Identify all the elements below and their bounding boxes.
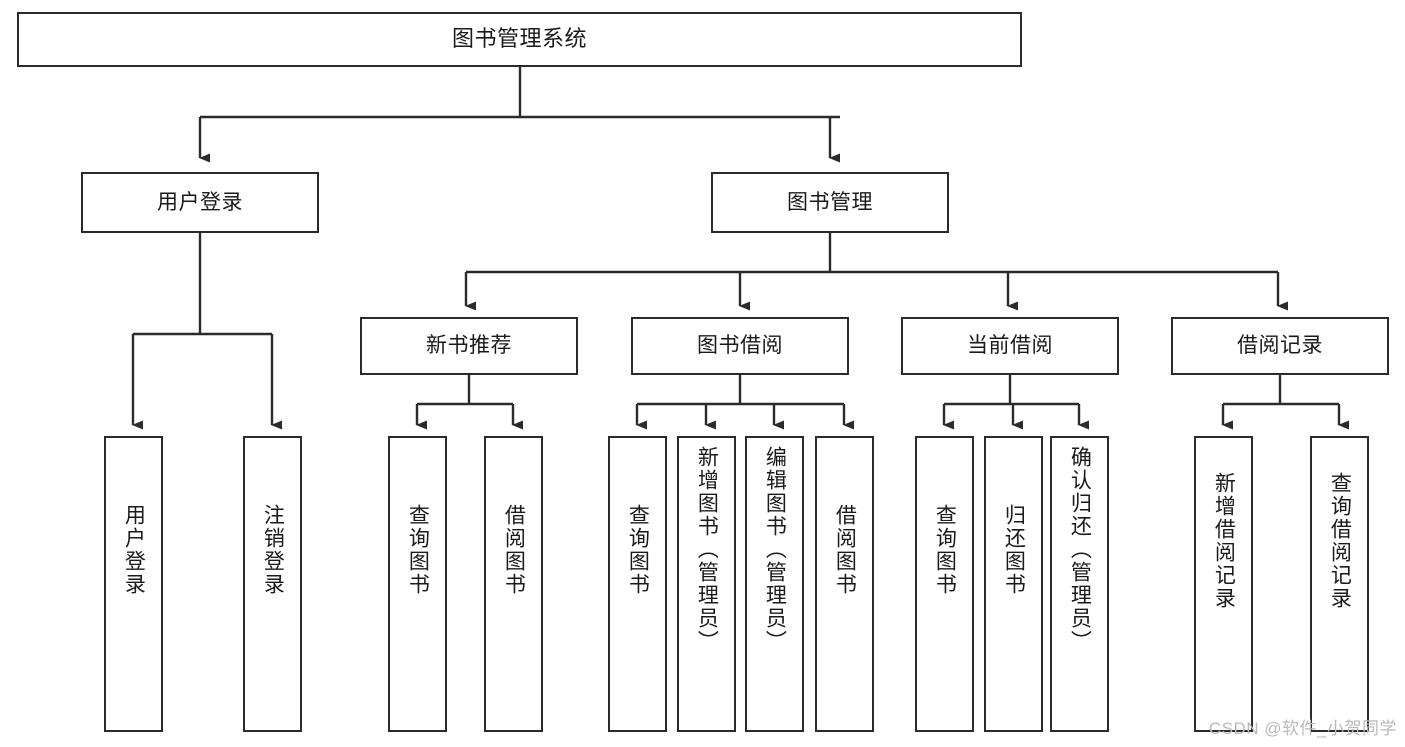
leaf-book-borrow-borrow-book[interactable]: 借阅图书 xyxy=(815,436,874,732)
leaf-label: 注销登录 xyxy=(261,504,285,596)
leaf-label: 借阅图书 xyxy=(502,504,526,596)
node-current-borrow-label: 当前借阅 xyxy=(967,334,1053,358)
leaf-label: 新增借阅记录 xyxy=(1212,472,1236,610)
node-book-management[interactable]: 图书管理 xyxy=(711,172,949,233)
leaf-current-borrow-confirm-return-admin[interactable]: 确认归还（管理员） xyxy=(1050,436,1109,732)
leaf-label: 查询借阅记录 xyxy=(1328,472,1352,610)
node-root-system[interactable]: 图书管理系统 xyxy=(17,12,1022,67)
leaf-user-login-signout[interactable]: 注销登录 xyxy=(243,436,302,732)
leaf-book-borrow-edit-book-admin[interactable]: 编辑图书（管理员） xyxy=(745,436,804,732)
leaf-label: 新增图书（管理员） xyxy=(695,446,719,653)
leaf-label: 查询图书 xyxy=(933,504,957,596)
node-book-management-label: 图书管理 xyxy=(787,190,873,214)
leaf-label: 借阅图书 xyxy=(833,504,857,596)
leaf-current-borrow-query-book[interactable]: 查询图书 xyxy=(915,436,974,732)
node-book-borrow-label: 图书借阅 xyxy=(697,334,783,358)
leaf-label: 用户登录 xyxy=(122,504,146,596)
node-new-book-recommend[interactable]: 新书推荐 xyxy=(360,317,578,375)
leaf-borrow-record-add-record[interactable]: 新增借阅记录 xyxy=(1194,436,1253,732)
leaf-user-login-signin[interactable]: 用户登录 xyxy=(104,436,163,732)
leaf-new-book-query-book[interactable]: 查询图书 xyxy=(388,436,447,732)
leaf-book-borrow-query-book[interactable]: 查询图书 xyxy=(608,436,667,732)
node-book-borrow[interactable]: 图书借阅 xyxy=(631,317,849,375)
csdn-watermark: CSDN @软件_小贺同学 xyxy=(1208,719,1397,738)
node-current-borrow[interactable]: 当前借阅 xyxy=(901,317,1119,375)
node-user-login-label: 用户登录 xyxy=(157,190,243,214)
leaf-label: 归还图书 xyxy=(1002,504,1026,596)
node-user-login[interactable]: 用户登录 xyxy=(81,172,319,233)
node-borrow-record-label: 借阅记录 xyxy=(1237,334,1323,358)
leaf-label: 确认归还（管理员） xyxy=(1068,446,1092,653)
node-borrow-record[interactable]: 借阅记录 xyxy=(1171,317,1389,375)
leaf-label: 查询图书 xyxy=(626,504,650,596)
leaf-book-borrow-add-book-admin[interactable]: 新增图书（管理员） xyxy=(677,436,736,732)
leaf-label: 编辑图书（管理员） xyxy=(763,446,787,653)
node-new-book-recommend-label: 新书推荐 xyxy=(426,334,512,358)
leaf-borrow-record-query-record[interactable]: 查询借阅记录 xyxy=(1310,436,1369,732)
leaf-label: 查询图书 xyxy=(406,504,430,596)
leaf-new-book-borrow-book[interactable]: 借阅图书 xyxy=(484,436,543,732)
node-root-label: 图书管理系统 xyxy=(451,26,587,52)
leaf-current-borrow-return-book[interactable]: 归还图书 xyxy=(984,436,1043,732)
